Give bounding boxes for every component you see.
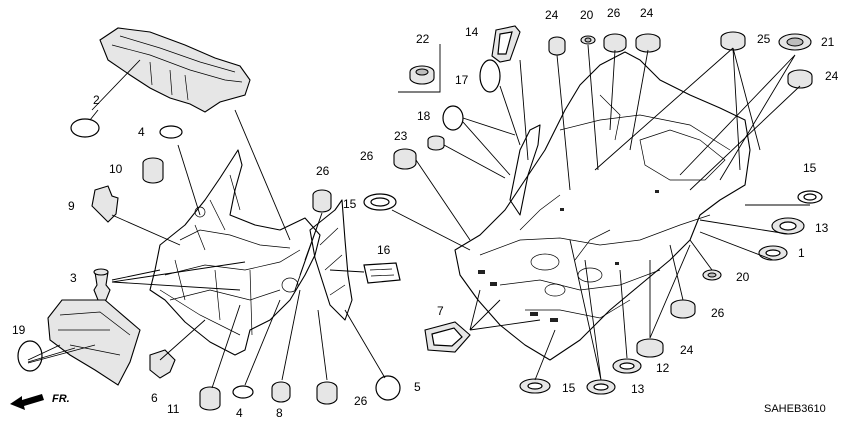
label-15-mid: 15 xyxy=(343,197,357,211)
label-24-top2: 24 xyxy=(640,6,654,20)
grommet-13-bottom xyxy=(586,379,616,395)
grommet-26-left xyxy=(312,189,332,213)
clip-6 xyxy=(149,349,176,379)
label-22: 22 xyxy=(416,32,430,46)
label-16: 16 xyxy=(377,243,391,257)
clip-9 xyxy=(91,185,119,223)
plug-4-bottom xyxy=(232,385,254,399)
label-24-bottom: 24 xyxy=(680,343,694,357)
part-labels: 2 4 10 9 3 19 6 11 4 8 26 5 26 15 16 26 … xyxy=(12,6,839,420)
grommet-20-top xyxy=(580,35,596,45)
label-26-mid: 26 xyxy=(360,149,374,163)
leader-lines xyxy=(27,44,810,389)
plug-17 xyxy=(479,59,501,93)
plug-2 xyxy=(70,118,100,138)
floor-panel xyxy=(454,51,751,361)
grommet-15-right xyxy=(797,190,823,204)
grommet-24-right xyxy=(787,69,813,89)
front-direction-label: FR. xyxy=(52,393,70,405)
engine-compartment-frame xyxy=(149,149,321,356)
grommet-26-mid xyxy=(393,148,417,170)
label-26-left: 26 xyxy=(316,164,330,178)
grommet-26-right xyxy=(670,299,696,319)
label-4-top: 4 xyxy=(138,125,145,139)
label-7: 7 xyxy=(437,304,444,318)
grommet-15-mid xyxy=(363,193,397,211)
grommet-7 xyxy=(424,321,471,353)
label-25: 25 xyxy=(757,32,771,46)
label-21: 21 xyxy=(821,35,835,49)
label-24-top1: 24 xyxy=(545,8,559,22)
label-11: 11 xyxy=(167,402,180,416)
grommet-15-bottom xyxy=(519,378,551,394)
clip-3 xyxy=(93,268,111,301)
plug-4-top xyxy=(159,125,183,139)
grommet-1 xyxy=(758,245,788,261)
label-9: 9 xyxy=(68,199,75,213)
tape-16 xyxy=(363,262,401,284)
label-14: 14 xyxy=(465,25,479,39)
label-26-right: 26 xyxy=(711,306,725,320)
label-3: 3 xyxy=(70,271,77,285)
grommet-25 xyxy=(720,31,746,51)
bracket-22 xyxy=(398,44,441,93)
label-12: 12 xyxy=(656,361,670,375)
grommet-10 xyxy=(142,157,164,184)
grommet-23 xyxy=(427,135,445,151)
label-15-right: 15 xyxy=(803,161,817,175)
plug-19 xyxy=(17,340,43,372)
grommet-24-bottom xyxy=(636,338,664,358)
plug-5 xyxy=(375,375,401,401)
label-17: 17 xyxy=(455,73,469,87)
grommet-8 xyxy=(271,381,291,403)
label-18: 18 xyxy=(417,109,431,123)
label-20-right: 20 xyxy=(736,270,750,284)
front-side-panel xyxy=(309,199,353,321)
label-10: 10 xyxy=(109,162,123,176)
grommet-24-top2 xyxy=(635,33,661,53)
grommet-12 xyxy=(612,358,642,374)
label-2: 2 xyxy=(93,93,100,107)
plug-18 xyxy=(442,105,464,131)
dashboard-upper-panel xyxy=(99,27,251,113)
grommet-26-top xyxy=(603,33,627,53)
grommet-11 xyxy=(199,386,221,411)
label-24-right: 24 xyxy=(825,69,839,83)
grommet-14 xyxy=(491,25,521,63)
grommet-21 xyxy=(778,33,812,51)
grommet-24-top1 xyxy=(548,36,566,56)
center-pillar xyxy=(509,124,541,216)
grommet-22 xyxy=(409,65,435,85)
label-23: 23 xyxy=(394,129,408,143)
label-15-bottom: 15 xyxy=(562,381,576,395)
front-direction-arrow xyxy=(10,394,44,410)
label-26-top: 26 xyxy=(607,6,621,20)
under-cover-panel xyxy=(47,299,141,386)
label-20-top: 20 xyxy=(580,8,594,22)
label-26-bottom: 26 xyxy=(354,394,368,408)
diagram-code: SAHEB3610 xyxy=(764,403,826,415)
grommet-26-bottom xyxy=(316,381,338,405)
label-1: 1 xyxy=(798,246,805,260)
label-19: 19 xyxy=(12,323,26,337)
label-4-bottom: 4 xyxy=(236,406,243,420)
label-6: 6 xyxy=(151,391,158,405)
grommet-20-right xyxy=(702,269,722,281)
label-13-bottom: 13 xyxy=(631,382,645,396)
label-5: 5 xyxy=(414,380,421,394)
label-13-right: 13 xyxy=(815,221,829,235)
grommet-13-right xyxy=(771,217,805,235)
label-8: 8 xyxy=(276,406,283,420)
